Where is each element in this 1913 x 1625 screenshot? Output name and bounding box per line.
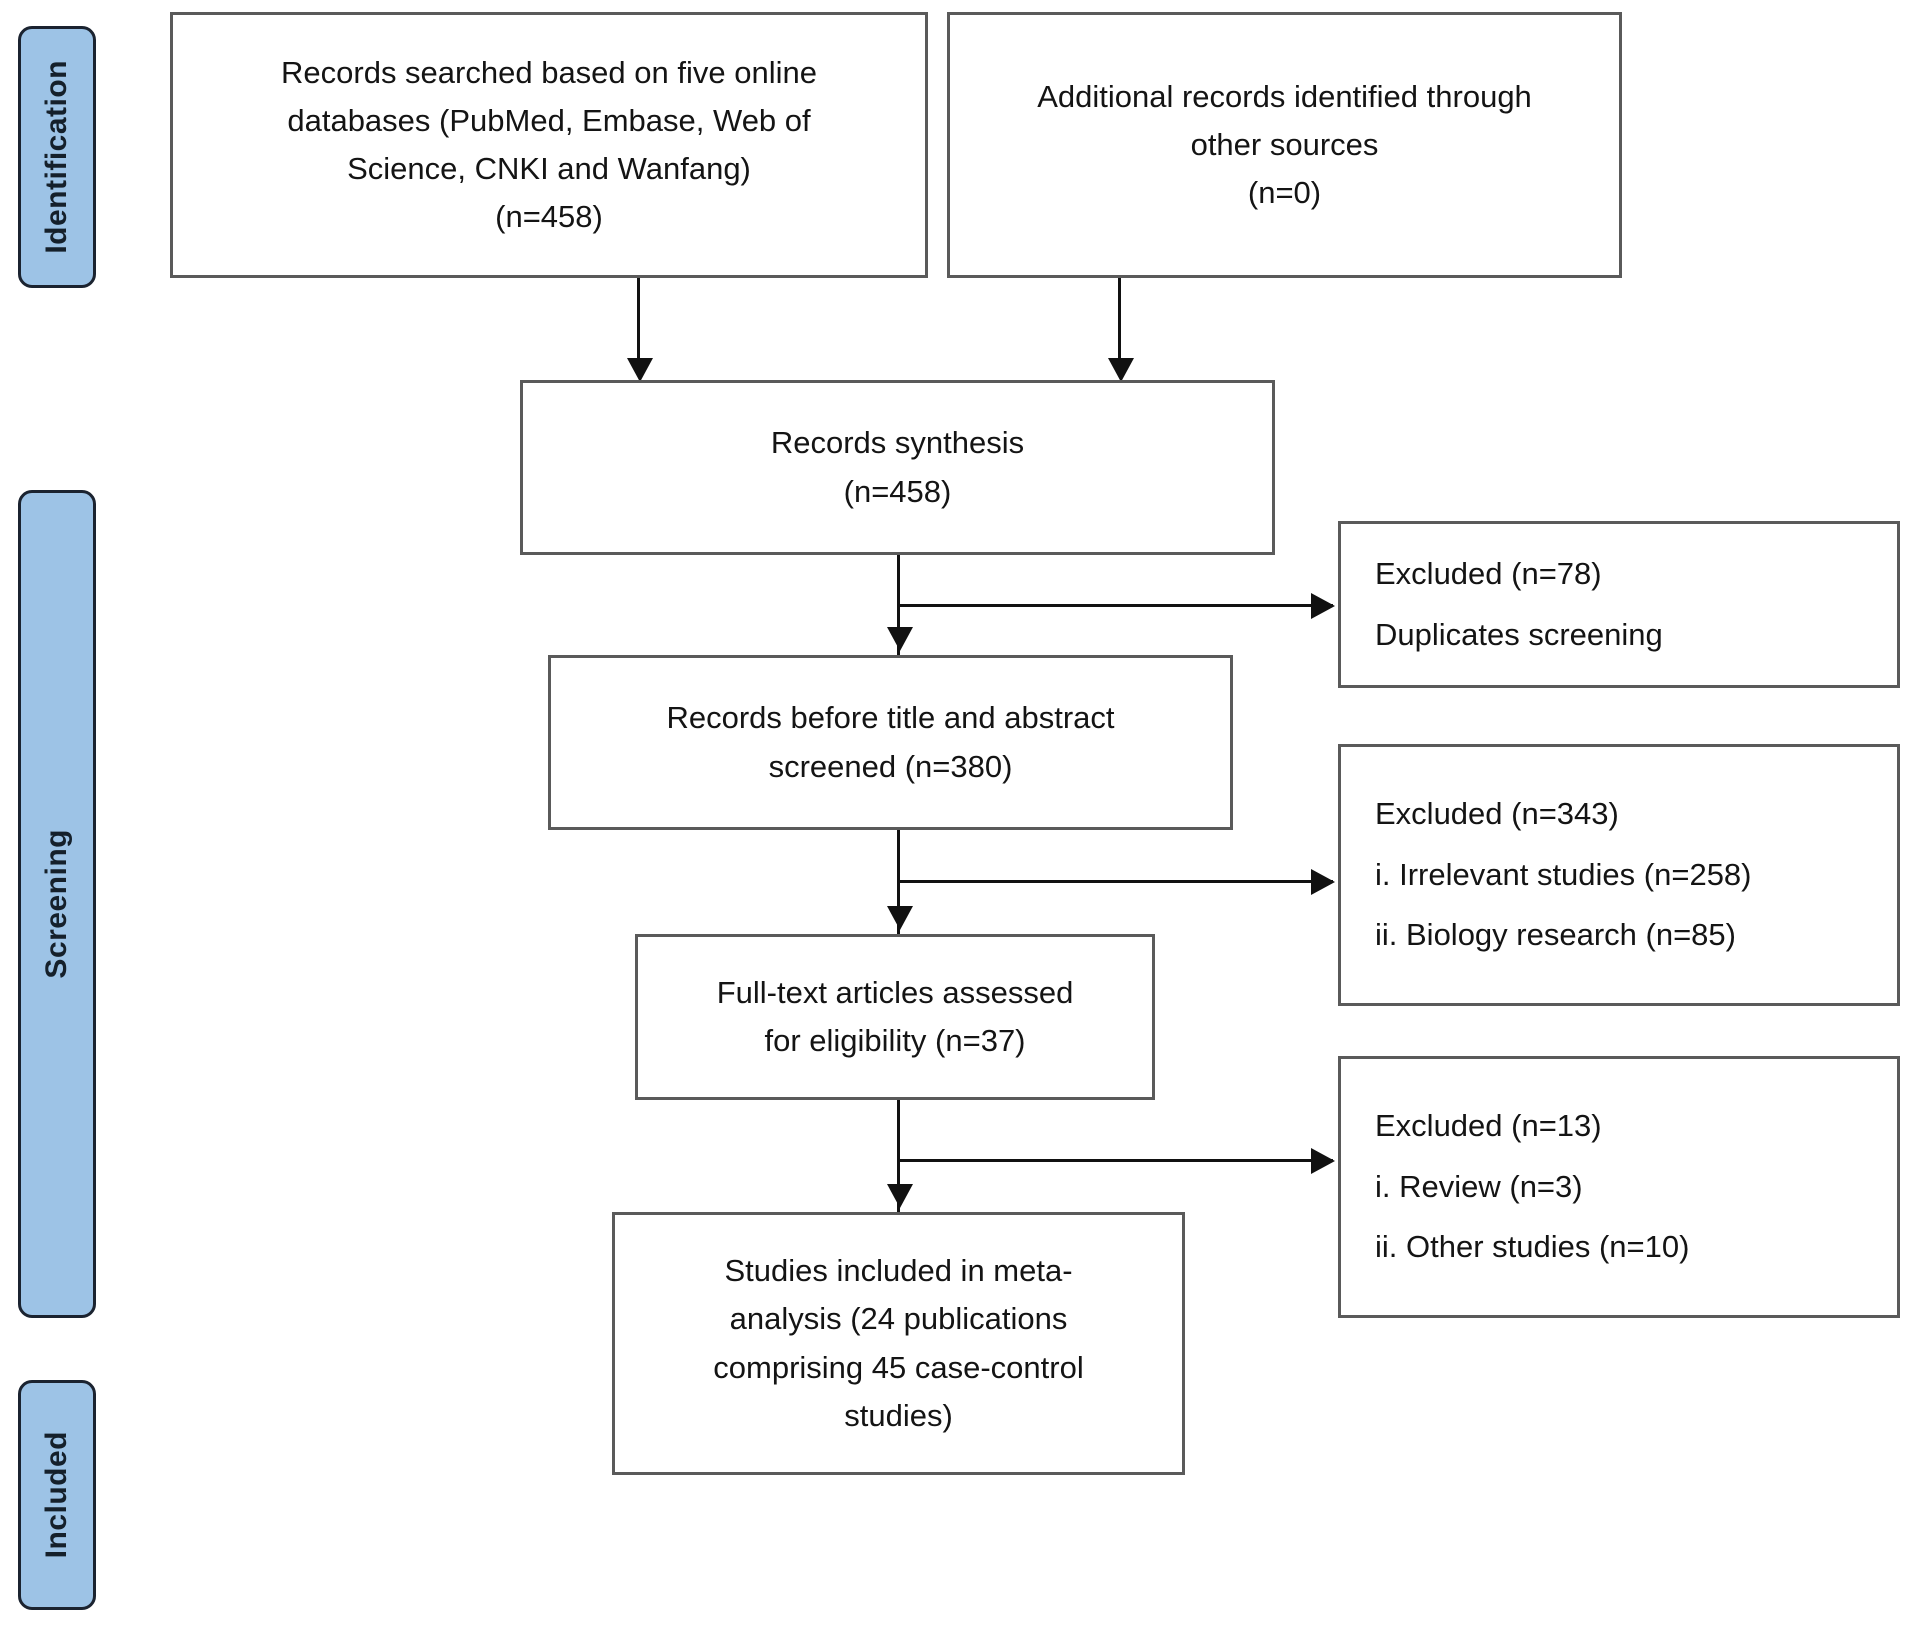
box-additional-records: Additional records identified through ot… — [947, 12, 1622, 278]
connector-fulltext-to-excluded-eligibility — [897, 1159, 1333, 1162]
box-excluded-eligibility: Excluded (n=13) i. Review (n=3) ii. Othe… — [1338, 1056, 1900, 1318]
box-line: (n=458) — [843, 473, 952, 509]
box-excluded-screening: Excluded (n=343) i. Irrelevant studies (… — [1338, 744, 1900, 1006]
box-line: Records before title and abstract — [666, 700, 1115, 736]
box-line: comprising 45 case-control — [713, 1349, 1084, 1385]
box-line: Records synthesis — [770, 425, 1025, 461]
box-line: Records searched based on five online — [281, 54, 817, 90]
box-records-synthesis: Records synthesis (n=458) — [520, 380, 1275, 555]
box-line: Full-text articles assessed — [716, 974, 1074, 1010]
arrowhead-synthesis-to-before-screen — [887, 627, 913, 651]
arrowhead-excluded-duplicates — [1311, 593, 1335, 619]
arrowhead-before-screen-to-fulltext — [887, 906, 913, 930]
box-line: i. Irrelevant studies (n=258) — [1375, 856, 1752, 892]
connector-searched-to-synthesis — [637, 278, 640, 362]
box-line: screened (n=380) — [768, 748, 1013, 784]
box-line: studies) — [844, 1397, 953, 1433]
phase-bar-included: Included — [18, 1380, 96, 1610]
box-line: (n=458) — [495, 199, 603, 235]
box-line: ii. Biology research (n=85) — [1375, 917, 1736, 953]
phase-bar-screening: Screening — [18, 490, 96, 1318]
box-excluded-duplicates: Excluded (n=78) Duplicates screening — [1338, 521, 1900, 688]
connector-fulltext-down — [897, 1100, 900, 1212]
arrowhead-excluded-eligibility — [1311, 1148, 1335, 1174]
phase-label-screening: Screening — [40, 829, 73, 979]
box-line: i. Review (n=3) — [1375, 1168, 1583, 1204]
box-line: Additional records identified through — [1037, 78, 1532, 114]
arrowhead-fulltext-to-included — [887, 1184, 913, 1208]
arrowhead-excluded-screening — [1311, 869, 1335, 895]
box-line: databases (PubMed, Embase, Web of — [287, 102, 811, 138]
arrowhead-additional-to-synthesis — [1108, 358, 1134, 382]
phase-bar-identification: Identification — [18, 26, 96, 288]
box-full-text-assessed: Full-text articles assessed for eligibil… — [635, 934, 1155, 1100]
box-line: Duplicates screening — [1375, 616, 1663, 652]
connector-before-screen-to-excluded-screening — [897, 880, 1333, 883]
box-studies-included: Studies included in meta- analysis (24 p… — [612, 1212, 1185, 1475]
box-line: for eligibility (n=37) — [764, 1023, 1026, 1058]
box-line: Excluded (n=78) — [1375, 555, 1602, 591]
box-line: Science, CNKI and Wanfang) — [347, 151, 751, 186]
phase-label-identification: Identification — [40, 60, 73, 254]
box-line: other sources — [1190, 126, 1379, 162]
arrowhead-searched-to-synthesis — [627, 358, 653, 382]
box-line: ii. Other studies (n=10) — [1375, 1229, 1690, 1265]
connector-additional-to-synthesis — [1118, 278, 1121, 362]
connector-synthesis-to-excluded-duplicates — [897, 604, 1333, 607]
box-line: Excluded (n=343) — [1375, 795, 1619, 831]
box-line: Excluded (n=13) — [1375, 1107, 1602, 1143]
box-records-before-screen: Records before title and abstract screen… — [548, 655, 1233, 830]
box-line: Studies included in meta- — [724, 1253, 1073, 1289]
box-line: (n=0) — [1247, 175, 1322, 211]
phase-label-included: Included — [40, 1431, 73, 1559]
box-records-searched: Records searched based on five online da… — [170, 12, 928, 278]
box-line: analysis (24 publications — [729, 1301, 1068, 1337]
